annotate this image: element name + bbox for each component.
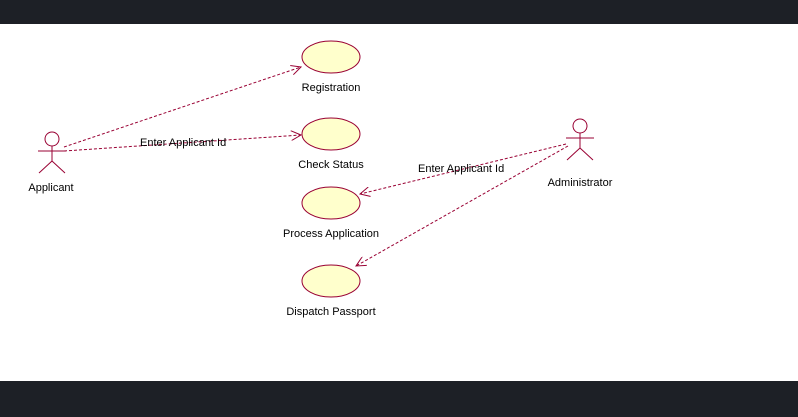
diagram-canvas: [0, 24, 798, 381]
use-case-check-status[interactable]: Check Status: [298, 117, 364, 171]
use-case-label: Dispatch Passport: [286, 306, 375, 318]
associations: [63, 67, 569, 266]
actor-label: Applicant: [28, 182, 73, 194]
association-administrator-dispatch-passport[interactable]: [356, 145, 569, 266]
association-label-applicant-check-status: Enter Applicant Id: [140, 137, 226, 149]
use-case-ellipse: [301, 40, 361, 74]
actor-administrator[interactable]: Administrator: [548, 118, 613, 189]
use-case-label: Process Application: [283, 228, 379, 240]
use-case-ellipse: [301, 117, 361, 151]
association-label-administrator-process: Enter Applicant Id: [418, 163, 504, 175]
top-bar: [0, 0, 798, 24]
stick-figure-icon: [38, 131, 66, 174]
stick-figure-icon: [566, 118, 594, 161]
use-case-label: Check Status: [298, 159, 364, 171]
association-applicant-registration[interactable]: [63, 67, 301, 148]
use-case-process-application[interactable]: Process Application: [283, 186, 379, 240]
use-case-dispatch-passport[interactable]: Dispatch Passport: [286, 264, 376, 318]
association-administrator-process-application[interactable]: [360, 143, 567, 194]
actor-applicant[interactable]: Applicant: [28, 131, 74, 194]
association-applicant-check-status[interactable]: [63, 135, 301, 152]
use-case-ellipse: [301, 264, 361, 298]
use-case-label: Registration: [302, 82, 361, 94]
use-case-registration[interactable]: Registration: [301, 40, 361, 94]
use-case-ellipse: [301, 186, 361, 220]
actor-label: Administrator: [548, 177, 613, 189]
bottom-bar: [0, 381, 798, 417]
